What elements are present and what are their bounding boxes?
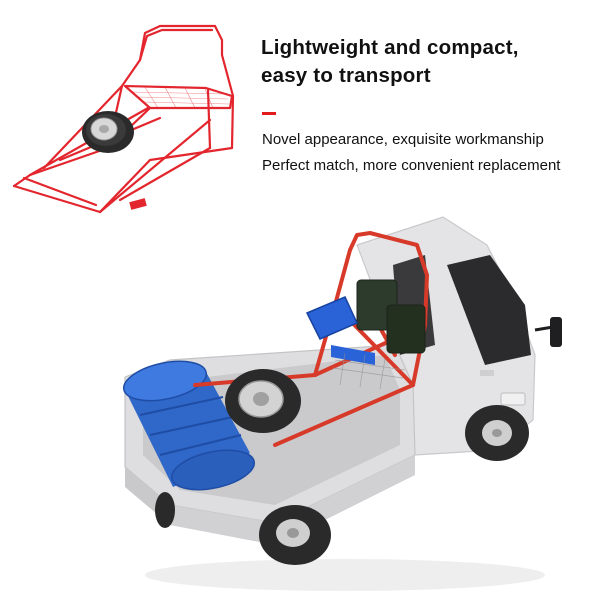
- feature-text: Perfect match, more convenient replaceme…: [262, 157, 561, 174]
- roll-cage-frame-image: [12, 24, 235, 214]
- headline-line-1: Lightweight and compact,: [261, 36, 519, 59]
- feature-text: Novel appearance, exquisite workmanship: [262, 131, 544, 148]
- rc-truck-image: [122, 216, 562, 591]
- headline-line-2: easy to transport: [261, 64, 431, 87]
- accent-divider: [262, 112, 276, 115]
- headline: Lightweight and compact, easy to transpo…: [261, 34, 591, 90]
